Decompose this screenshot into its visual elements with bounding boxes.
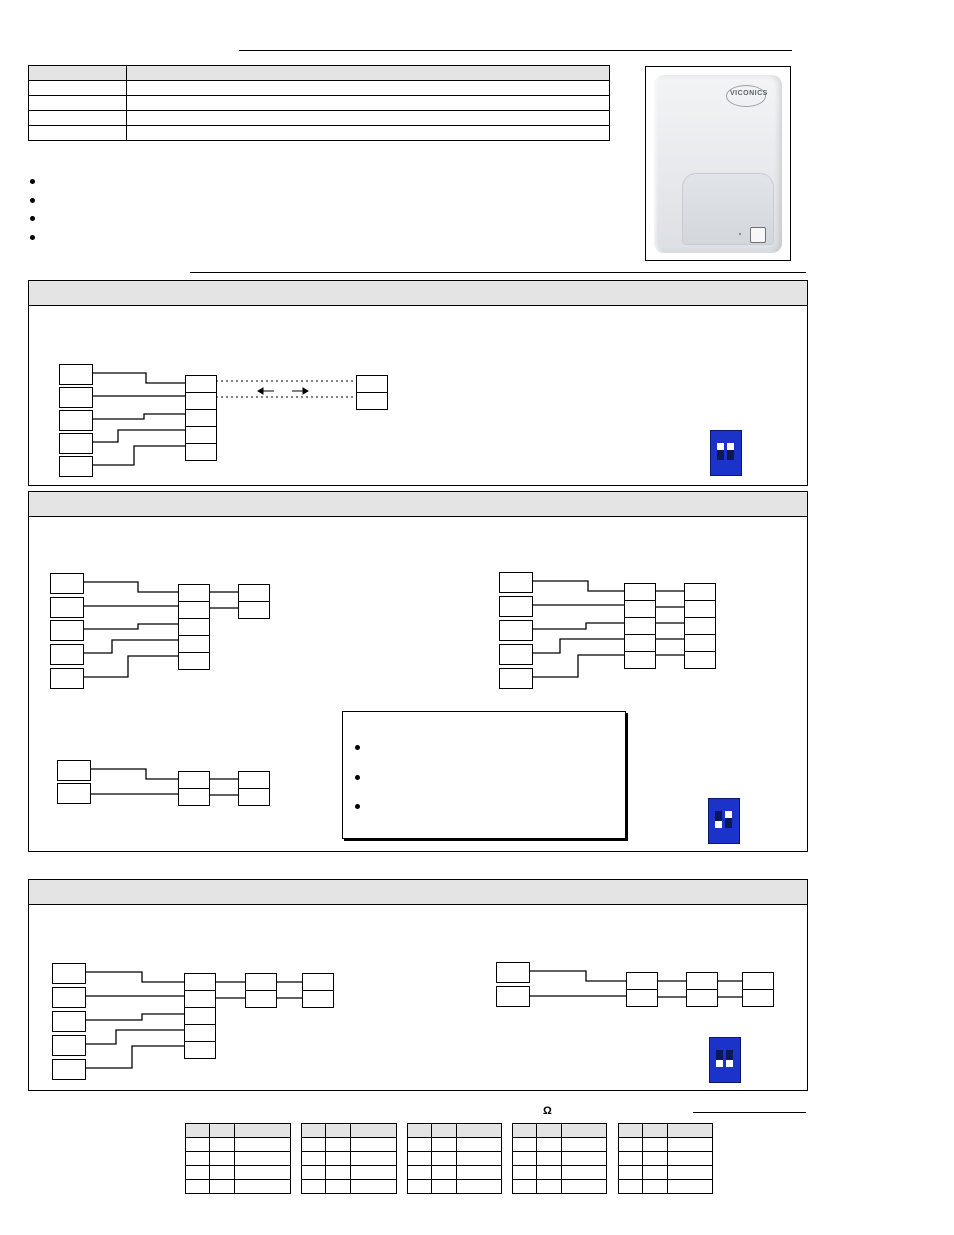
terminal-block	[742, 972, 774, 1007]
terminal-label	[52, 963, 86, 984]
section-rule	[190, 272, 806, 273]
table-row	[28, 110, 610, 126]
terminal-label	[499, 596, 533, 617]
terminal-label	[52, 1011, 86, 1032]
table-row	[618, 1123, 713, 1138]
table-row	[185, 1137, 291, 1152]
table-row	[512, 1179, 607, 1194]
terminal-block	[686, 972, 718, 1007]
panel-header	[29, 880, 807, 905]
terminal-label	[50, 668, 84, 689]
panel-header	[29, 281, 807, 306]
resistance-table-3	[407, 1123, 502, 1194]
table-row	[512, 1165, 607, 1180]
dip-switch-icon	[709, 1037, 741, 1083]
table-row	[618, 1165, 713, 1180]
terminal-label	[52, 987, 86, 1008]
table-row	[28, 125, 610, 141]
terminal-block	[626, 972, 658, 1007]
spec-table	[28, 65, 610, 141]
wiring-panel-3	[28, 879, 808, 1091]
terminal-label	[59, 456, 93, 477]
table-row	[618, 1151, 713, 1166]
table-row	[301, 1137, 397, 1152]
dip-switch-icon	[708, 798, 740, 844]
table-row	[407, 1151, 502, 1166]
table-row	[301, 1123, 397, 1138]
note-box	[342, 711, 626, 839]
sensor-device: VICONICS	[654, 75, 782, 253]
dip-switch-icon	[710, 430, 742, 476]
terminal-block	[185, 375, 217, 461]
table-row	[301, 1151, 397, 1166]
terminal-label	[57, 760, 91, 781]
table-row	[512, 1151, 607, 1166]
terminal-label	[59, 387, 93, 408]
terminal-block	[245, 973, 277, 1008]
bullet-icon	[355, 775, 360, 780]
table-row	[512, 1123, 607, 1138]
table-row	[301, 1165, 397, 1180]
terminal-block	[184, 973, 216, 1059]
terminal-block	[178, 771, 210, 806]
resistance-table-1	[185, 1123, 291, 1194]
terminal-label	[52, 1035, 86, 1056]
bullet-icon	[355, 745, 360, 750]
bullet-icon	[30, 216, 35, 221]
terminal-label	[499, 668, 533, 689]
table-row	[618, 1137, 713, 1152]
terminal-label	[52, 1059, 86, 1080]
terminal-block	[238, 584, 270, 619]
terminal-label	[50, 597, 84, 618]
terminal-label	[499, 644, 533, 665]
led-icon	[739, 233, 741, 235]
terminal-label	[59, 410, 93, 431]
panel-header	[29, 492, 807, 517]
bullet-icon	[30, 235, 35, 240]
logo-text: VICONICS	[730, 90, 768, 97]
table-row	[185, 1179, 291, 1194]
terminal-label	[50, 620, 84, 641]
terminal-block	[684, 583, 716, 669]
table-row	[618, 1179, 713, 1194]
table-row	[512, 1137, 607, 1152]
ohm-symbol: Ω	[543, 1105, 552, 1117]
zigbee-badge-icon	[750, 227, 766, 243]
terminal-label	[499, 572, 533, 593]
terminal-block	[178, 584, 210, 670]
bullet-icon	[355, 804, 360, 809]
terminal-label	[50, 644, 84, 665]
terminal-label	[50, 573, 84, 594]
terminal-label	[499, 620, 533, 641]
table-row	[185, 1165, 291, 1180]
resistance-table-5	[618, 1123, 713, 1194]
terminal-block	[356, 375, 388, 410]
table-row	[185, 1123, 291, 1138]
terminal-block	[238, 771, 270, 806]
section-rule	[693, 1112, 806, 1113]
table-row	[301, 1179, 397, 1194]
bullet-icon	[30, 179, 35, 184]
resistance-table-2	[301, 1123, 397, 1194]
table-row	[407, 1123, 502, 1138]
terminal-label	[59, 433, 93, 454]
resistance-table-4	[512, 1123, 607, 1194]
table-row	[407, 1179, 502, 1194]
logo-icon	[726, 85, 766, 107]
terminal-label	[59, 364, 93, 385]
table-row	[185, 1151, 291, 1166]
table-row	[407, 1165, 502, 1180]
bullet-icon	[30, 198, 35, 203]
title-rule	[239, 50, 792, 51]
terminal-block	[302, 973, 334, 1008]
product-photo: VICONICS	[645, 66, 791, 261]
terminal-block	[624, 583, 656, 669]
table-row	[407, 1137, 502, 1152]
terminal-label	[496, 962, 530, 983]
table-row	[28, 65, 610, 81]
